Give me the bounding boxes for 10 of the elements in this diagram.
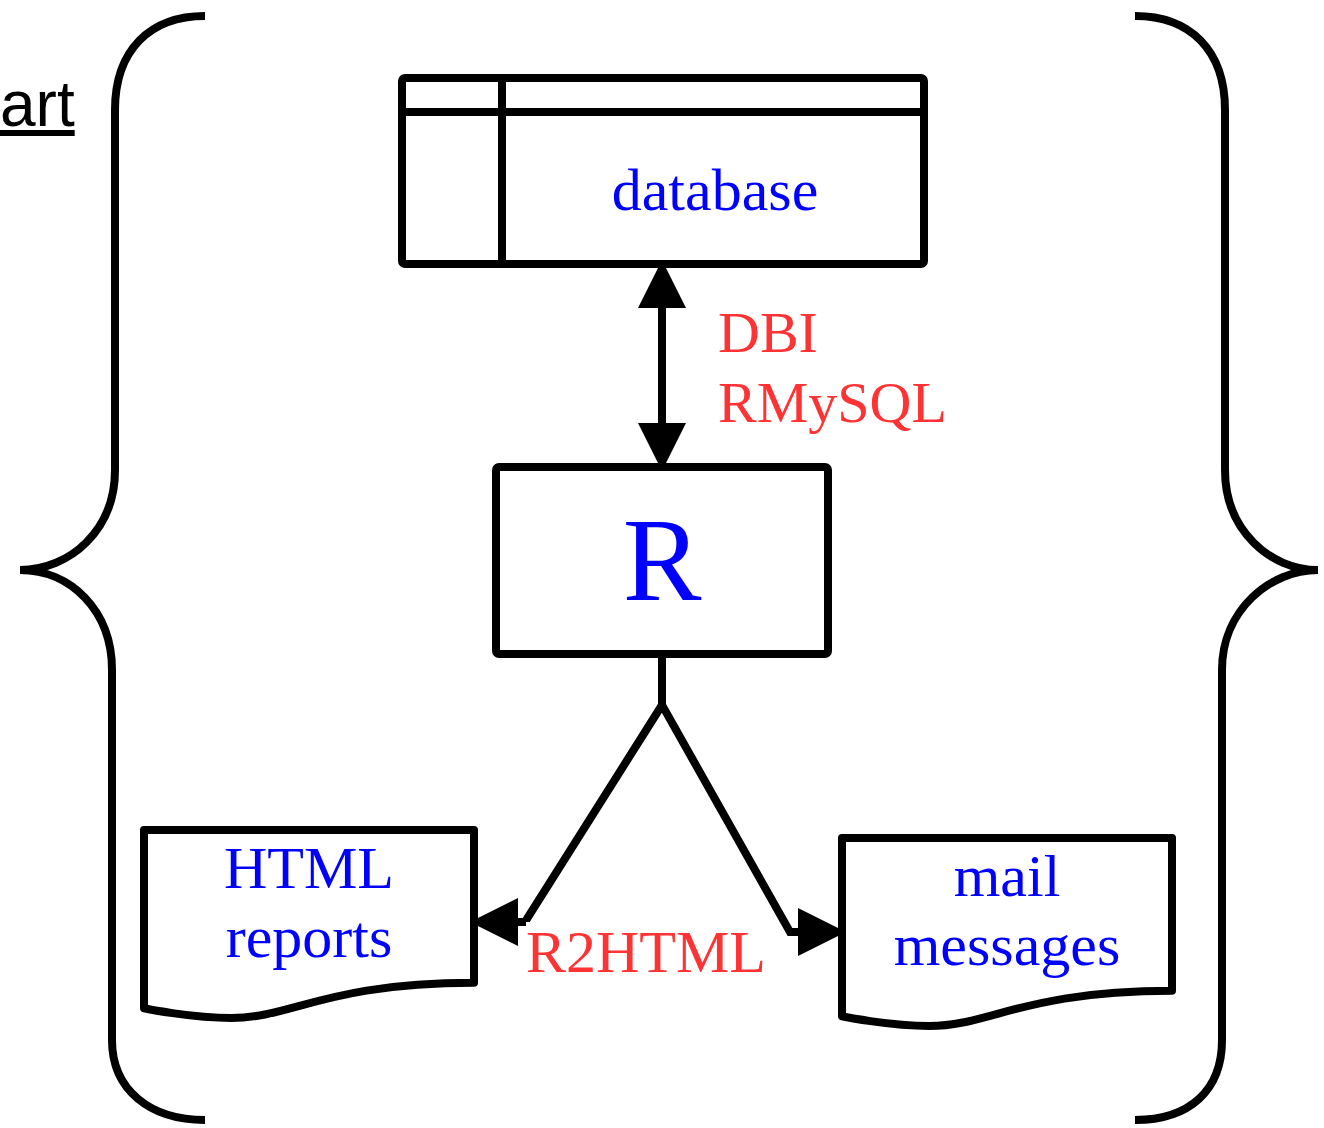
document-shape	[140, 826, 478, 1022]
node-label: mail messages	[892, 842, 1122, 980]
node-label: database	[611, 155, 819, 225]
edge-label: DBI RMySQL	[718, 299, 948, 437]
heading-fragment: art	[0, 72, 75, 136]
process-box	[492, 463, 832, 658]
node-label: HTML reports	[223, 834, 395, 972]
node-label: R	[622, 501, 702, 620]
document-shape	[838, 834, 1176, 1030]
database-table	[398, 74, 928, 268]
